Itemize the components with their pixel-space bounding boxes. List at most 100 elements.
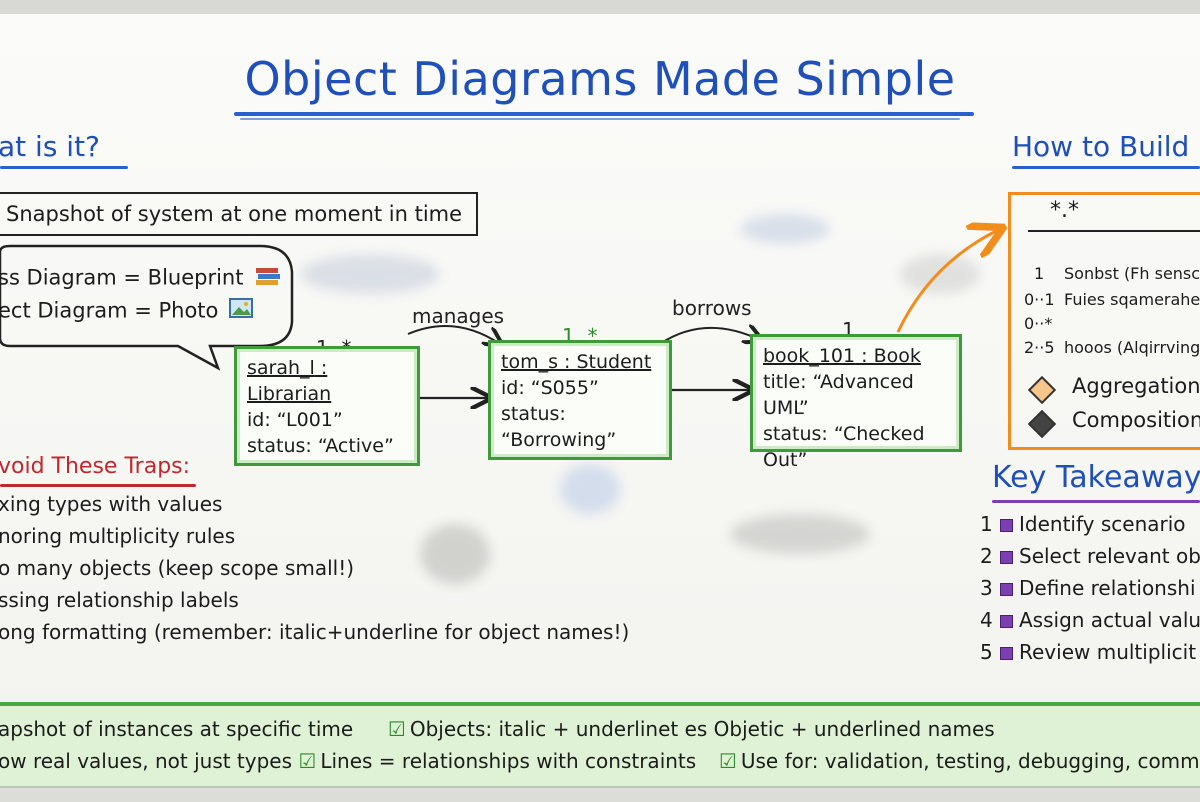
object-attribute: status: “Borrowing” [501, 403, 617, 451]
build-row: 1 Sonbst (Fh sensc [1034, 264, 1200, 283]
object-instance-name: book_101 [763, 345, 856, 367]
summary-text: Lines = relationships with constraints [320, 749, 697, 773]
summary-text: ow real values, not just types [0, 749, 293, 773]
object-attribute: title: “Advanced UML” [763, 371, 914, 419]
traps-heading: void These Traps: [0, 454, 191, 479]
takeaway-text: Identify scenario [1019, 512, 1186, 536]
relation-label-manages: manages [412, 304, 505, 328]
bubble-line-2-text: ect Diagram = Photo [0, 298, 219, 323]
takeaway-item: 5 Review multiplicit [980, 640, 1196, 664]
smudge [300, 254, 440, 294]
summary-band [0, 702, 1200, 792]
purple-badge-icon [1000, 550, 1013, 564]
borrows-curve-arrow [659, 328, 760, 345]
takeaway-text: Define relationshi [1019, 576, 1196, 600]
takeaway-text: Assign actual valu [1019, 608, 1200, 632]
smudge [900, 254, 980, 294]
whiteboard-frame-bottom [0, 786, 1200, 802]
build-top-multiplicity: *.* [1050, 198, 1079, 223]
trap-item: ssing relationship labels [0, 588, 239, 612]
checkmark-icon: ☑ [298, 749, 317, 773]
summary-text: Objects: italic + underlinet es Objetic … [409, 717, 995, 741]
manages-curve-arrow [407, 325, 500, 344]
bubble-line-1-text: ss Diagram = Blueprint [0, 265, 244, 290]
smudge [740, 214, 830, 244]
takeaway-item: 3 Define relationshi [980, 576, 1196, 600]
summary-text: Use for: validation, testing, debugging,… [740, 749, 1200, 773]
how-to-build-underline [1012, 166, 1200, 169]
what-is-it-underline [0, 166, 128, 169]
build-row-mult: 0··1 [1024, 290, 1055, 309]
how-to-build-box [1008, 192, 1200, 450]
takeaway-text: Select relevant ob [1019, 544, 1200, 568]
orange-pointer-arrow [896, 230, 998, 333]
trap-item: noring multiplicity rules [0, 524, 236, 548]
diagram-connectors [407, 14, 1200, 792]
object-attribute: status: “Active” [247, 435, 394, 457]
build-divider [1028, 230, 1200, 232]
object-attribute: status: “Checked Out” [763, 423, 925, 471]
legend-composition: Composition [1072, 408, 1200, 432]
object-attribute: id: “S055” [501, 377, 599, 399]
what-is-it-heading: at is it? [0, 130, 100, 163]
build-row-text: Fuies sqamerahe.. [1064, 290, 1200, 309]
object-class-name: Student [576, 351, 652, 373]
object-attribute: id: “L001” [247, 409, 343, 431]
checkmark-icon: ☑ [718, 749, 737, 773]
photo-icon [229, 298, 255, 325]
build-row-mult: 2··5 [1024, 338, 1055, 357]
build-row: 0··1 Fuies sqamerahe.. [1024, 290, 1200, 309]
object-box-student: tom_s : Student id: “S055” status: “Borr… [488, 340, 672, 460]
object-instance-name: sarah_l [247, 357, 315, 379]
purple-badge-icon [1000, 614, 1013, 628]
build-row-mult: 1 [1034, 264, 1045, 283]
takeaway-item: 4 Assign actual valu [980, 608, 1200, 632]
summary-row-1: apshot of instances at specific time ☑Ob… [0, 717, 995, 741]
takeaway-item: 2 Select relevant ob [980, 544, 1200, 568]
object-class-name: Librarian [247, 383, 332, 405]
title-underline-secondary [240, 118, 960, 120]
takeaway-number: 4 [980, 608, 993, 632]
checkmark-icon: ☑ [387, 717, 406, 741]
definition-text: Snapshot of system at one moment in time [6, 202, 463, 226]
object-class-name: Book [873, 345, 921, 367]
object-box-librarian: sarah_l : Librarian id: “L001” status: “… [234, 346, 420, 466]
object-header-librarian: sarah_l : Librarian [247, 357, 332, 405]
takeaways-underline [992, 500, 1200, 503]
takeaway-item: 1 Identify scenario [980, 512, 1186, 536]
smudge [730, 514, 870, 554]
how-to-build-heading: How to Build [1012, 130, 1190, 163]
trap-item: ong formatting (remember: italic+underli… [0, 620, 630, 644]
takeaway-number: 3 [980, 576, 993, 600]
purple-badge-icon [1000, 518, 1013, 532]
purple-badge-icon [1000, 646, 1013, 660]
takeaway-number: 2 [980, 544, 993, 568]
summary-text: apshot of instances at specific time [0, 717, 354, 741]
takeaway-text: Review multiplicit [1019, 640, 1197, 664]
takeaway-number: 5 [980, 640, 993, 664]
object-box-book: book_101 : Book title: “Advanced UML” st… [750, 334, 962, 471]
build-row-text: Sonbst (Fh sensc [1064, 264, 1200, 283]
build-row: 2··5 hooos (Alqirrving [1024, 338, 1200, 357]
summary-row-2: ow real values, not just types ☑Lines = … [0, 749, 1200, 773]
purple-badge-icon [1000, 582, 1013, 596]
object-header-student: tom_s : Student [501, 351, 652, 373]
takeaway-number: 1 [980, 512, 993, 536]
whiteboard: Object Diagrams Made Simple at is it? Sn… [0, 14, 1200, 792]
traps-underline [0, 484, 196, 487]
object-header-book: book_101 : Book [763, 345, 921, 367]
definition-box: Snapshot of system at one moment in time [0, 192, 478, 236]
object-instance-name: tom_s [501, 351, 558, 373]
bubble-line-2: ect Diagram = Photo [0, 298, 255, 325]
relation-label-borrows: borrows [672, 296, 752, 320]
bubble-line-1: ss Diagram = Blueprint [0, 264, 282, 293]
smudge [420, 524, 490, 584]
build-row-text: hooos (Alqirrving [1064, 338, 1200, 357]
build-row: 0··* [1024, 314, 1064, 333]
legend-aggregation: Aggregation [1072, 374, 1200, 398]
speech-bubble [0, 244, 294, 371]
smudge [560, 464, 620, 514]
title-underline [234, 112, 974, 116]
trap-item: o many objects (keep scope small!) [0, 556, 355, 580]
build-row-mult: 0··* [1024, 314, 1053, 333]
